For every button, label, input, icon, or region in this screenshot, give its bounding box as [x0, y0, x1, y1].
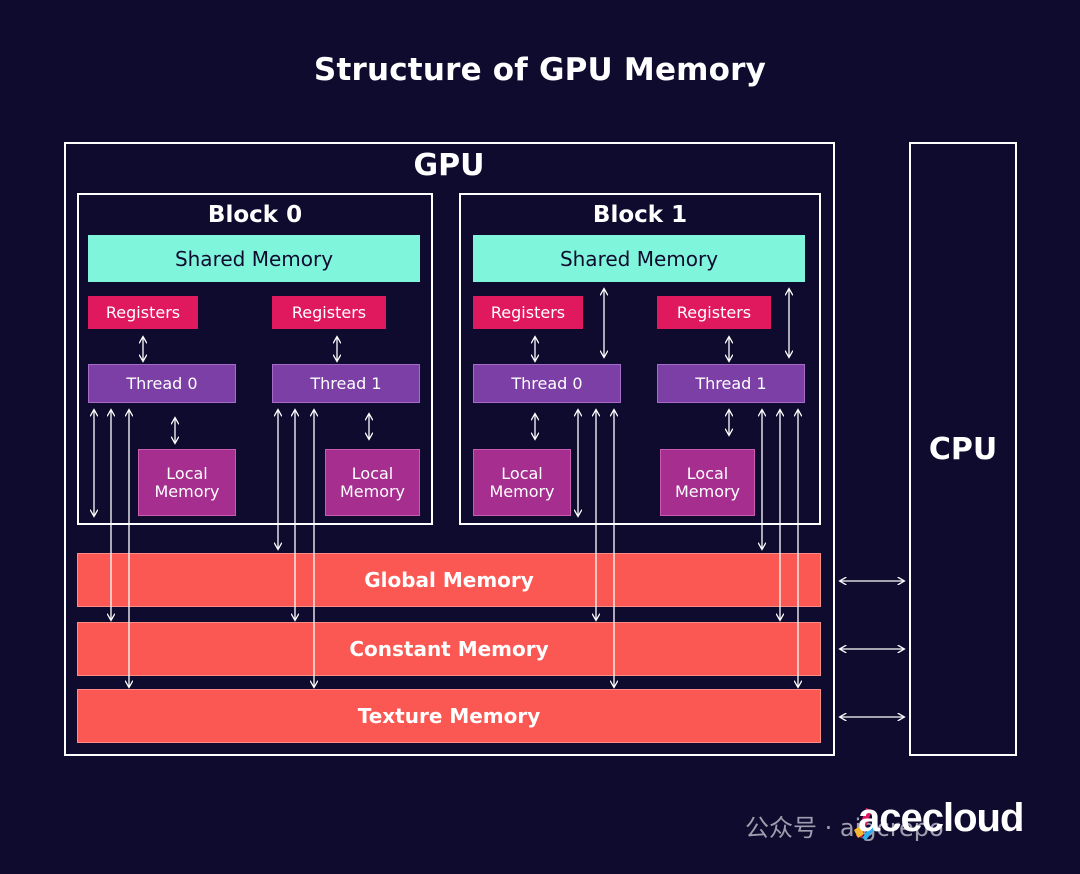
block-1-thread-1-local-memory: Local Memory — [660, 449, 755, 516]
constant-memory: Constant Memory — [77, 622, 821, 676]
watermark-text: 公众号 · aigcrepo — [745, 814, 944, 842]
block-0-shared-memory: Shared Memory — [88, 235, 420, 282]
acecloud-logo-text: acecloud — [858, 796, 1024, 840]
block-0-frame — [77, 193, 433, 525]
block-0-thread-0-local-memory: Local Memory — [138, 449, 236, 516]
texture-memory: Texture Memory — [77, 689, 821, 743]
block-0-thread-1-local-memory: Local Memory — [325, 449, 420, 516]
block-0-label: Block 0 — [207, 202, 303, 228]
block-0-thread-0-registers: Registers — [88, 296, 198, 329]
block-1-thread-0-local-memory: Local Memory — [473, 449, 571, 516]
block-1-frame — [459, 193, 821, 525]
local-memory-line2: Memory — [674, 481, 741, 501]
local-memory-line1: Local — [166, 463, 208, 483]
gpu-frame — [64, 142, 835, 756]
global-memory: Global Memory — [77, 553, 821, 607]
block-1-shared-memory: Shared Memory — [473, 235, 805, 282]
block-0-thread-1: Thread 1 — [272, 364, 420, 403]
block-1-thread-1: Thread 1 — [657, 364, 805, 403]
local-memory-line2: Memory — [339, 481, 406, 501]
block-1-thread-1-registers: Registers — [657, 296, 771, 329]
acecloud-logo-icon — [854, 808, 877, 840]
local-memory-line1: Local — [501, 463, 543, 483]
gpu-label: GPU — [413, 148, 485, 183]
cpu-label: CPU — [928, 431, 998, 467]
diagram-title: Structure of GPU Memory — [313, 52, 767, 88]
block-1-thread-0: Thread 0 — [473, 364, 621, 403]
block-1-label: Block 1 — [592, 202, 688, 228]
block-0-thread-0: Thread 0 — [88, 364, 236, 403]
block-0-thread-1-registers: Registers — [272, 296, 386, 329]
local-memory-line2: Memory — [154, 481, 220, 501]
block-1-thread-0-registers: Registers — [473, 296, 583, 329]
local-memory-line1: Local — [686, 463, 729, 483]
local-memory-line1: Local — [351, 463, 394, 483]
local-memory-line2: Memory — [489, 481, 555, 501]
cpu-frame: CPU — [909, 142, 1017, 756]
